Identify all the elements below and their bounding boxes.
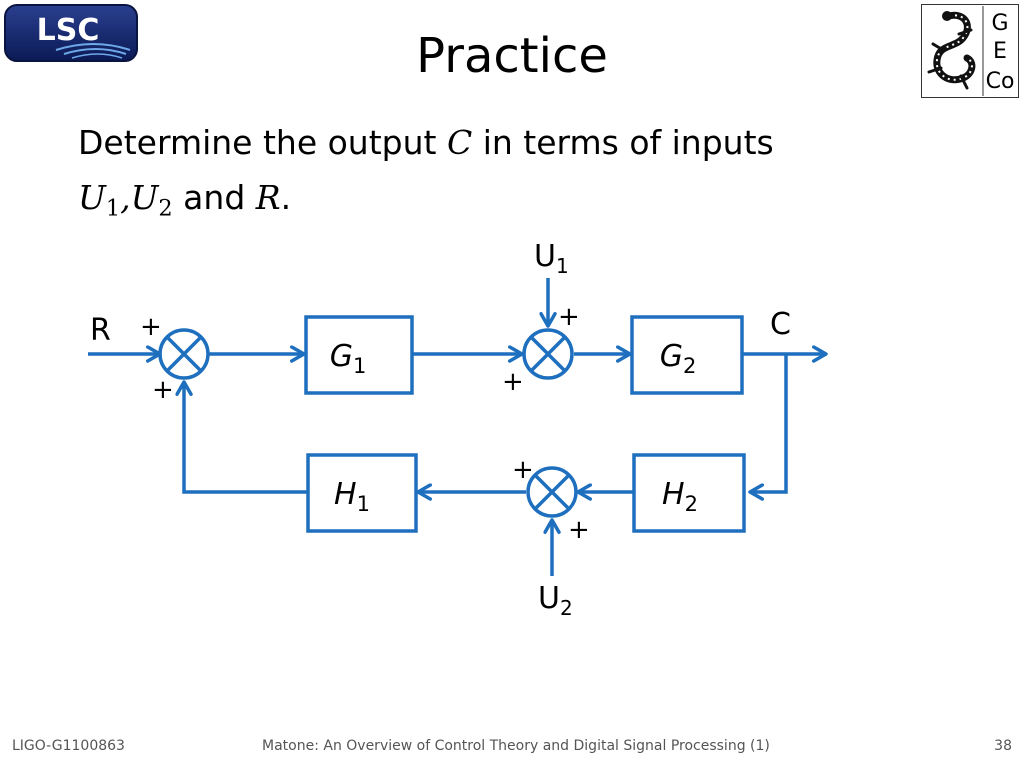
- summing-junction-1: [158, 328, 210, 380]
- summing-junction-3: [526, 466, 578, 518]
- block-h2: [632, 453, 746, 533]
- sign-sum3-top: +: [512, 455, 534, 485]
- lsc-logo-text: LSC: [37, 13, 100, 48]
- h2-label: H2: [662, 477, 698, 516]
- block-g2: [630, 315, 744, 395]
- sign-sum1-bottom: +: [152, 375, 174, 405]
- period: .: [280, 178, 292, 217]
- g2-label: G2: [660, 339, 697, 378]
- block-h1: [306, 453, 418, 533]
- var-u2: U2: [130, 178, 173, 222]
- footer-page-number: 38: [994, 738, 1012, 754]
- question-prefix: Determine the output: [78, 123, 447, 162]
- geco-letter-e: E: [993, 39, 1007, 64]
- comma: ,: [120, 178, 131, 217]
- gecko-icon: [927, 11, 976, 90]
- label-r: R: [90, 313, 111, 348]
- lsc-logo: LSC: [4, 4, 138, 62]
- h1-label: H1: [334, 477, 370, 516]
- label-c: C: [770, 307, 791, 342]
- page-title: Practice: [416, 28, 608, 84]
- var-r: R: [255, 178, 281, 217]
- sign-sum2-top: +: [558, 302, 580, 332]
- g1-label: G1: [330, 339, 367, 378]
- question-line-2: U1,U2 and R.: [78, 170, 774, 236]
- sign-sum1-left: +: [140, 312, 162, 342]
- geco-letter-co: Co: [986, 69, 1015, 94]
- question-suffix: in terms of inputs: [472, 123, 774, 162]
- question-text: Determine the output C in terms of input…: [78, 115, 774, 236]
- line-branch-to-h2: [748, 354, 788, 501]
- label-u2: U2: [538, 581, 573, 620]
- question-line-1: Determine the output C in terms of input…: [78, 115, 774, 170]
- var-u1: U1: [78, 178, 121, 222]
- sign-sum3-bottom: +: [568, 515, 590, 545]
- geco-logo: G E Co: [921, 4, 1019, 98]
- var-c: C: [446, 123, 473, 162]
- and-text: and: [172, 178, 256, 217]
- block-g1: [304, 315, 414, 395]
- summing-junction-2: [522, 328, 574, 380]
- line-h1-to-sum1: [175, 380, 308, 494]
- label-u1: U1: [534, 239, 569, 278]
- footer-center: Matone: An Overview of Control Theory an…: [262, 738, 770, 754]
- footer-left: LIGO-G1100863: [12, 738, 125, 754]
- geco-letter-g: G: [991, 11, 1008, 36]
- sign-sum2-left: +: [502, 367, 524, 397]
